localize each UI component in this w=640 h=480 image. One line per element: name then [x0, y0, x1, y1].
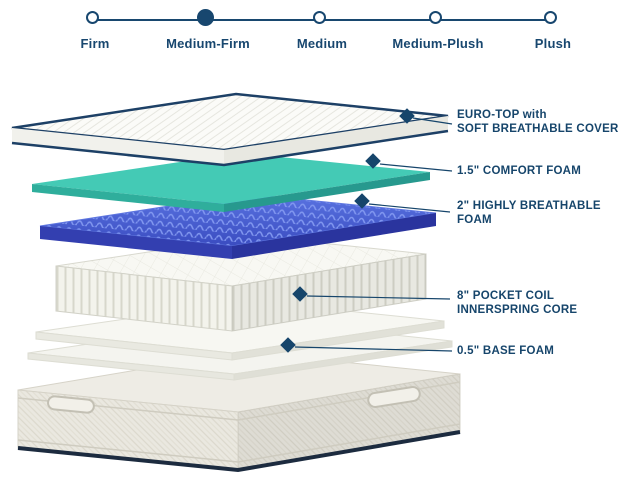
- connector-base-foam: [294, 346, 453, 352]
- firmness-dot-medium-plush[interactable]: [429, 11, 442, 24]
- callout-connectors: [294, 117, 453, 352]
- diamond-icon-breathable-foam: [354, 193, 370, 209]
- callout-euro-top-line1: EURO-TOP with: [457, 109, 547, 121]
- firmness-dot-firm[interactable]: [86, 11, 99, 24]
- layer-pocket-coil-core: [55, 235, 427, 332]
- layer-euro-top: [11, 92, 449, 167]
- firmness-label-medium-firm: Medium-Firm: [166, 36, 250, 51]
- firmness-label-firm: Firm: [80, 36, 110, 51]
- callout-base-foam-line1: 0.5" BASE FOAM: [457, 345, 555, 357]
- callout-euro-top: EURO-TOP with SOFT BREATHABLE COVER: [457, 108, 619, 136]
- callout-breathable-foam-line1: 2" HIGHLY BREATHABLE: [457, 200, 601, 212]
- firmness-dot-medium-firm-selected[interactable]: [197, 9, 214, 26]
- layer-comfort-foam: [32, 153, 430, 212]
- connector-euro-top: [412, 117, 453, 125]
- callout-breathable-foam-line2: FOAM: [457, 214, 492, 226]
- foundation-handle-left: [47, 395, 95, 414]
- callout-breathable-foam: 2" HIGHLY BREATHABLE FOAM: [457, 199, 601, 227]
- callout-pocket-coil: 8" POCKET COIL INNERSPRING CORE: [457, 289, 577, 317]
- diamond-icon-comfort-foam: [365, 153, 381, 169]
- callout-pocket-coil-line2: INNERSPRING CORE: [457, 304, 578, 316]
- firmness-label-medium-plush: Medium-Plush: [392, 36, 484, 51]
- connector-comfort-foam: [379, 163, 453, 172]
- firmness-label-plush: Plush: [534, 36, 572, 51]
- firmness-label-medium: Medium: [296, 36, 348, 51]
- layer-highly-breathable-foam: [39, 193, 437, 259]
- connector-pocket-coil: [306, 295, 451, 300]
- connector-breathable-foam: [368, 203, 451, 213]
- callout-comfort-foam-line1: 1.5" COMFORT FOAM: [457, 165, 582, 177]
- foundation-base-box: [17, 351, 461, 473]
- callout-euro-top-line2: SOFT BREATHABLE COVER: [457, 123, 619, 135]
- callout-comfort-foam: 1.5" COMFORT FOAM: [457, 164, 581, 178]
- firmness-dot-medium[interactable]: [313, 11, 326, 24]
- firmness-dot-plush[interactable]: [544, 11, 557, 24]
- firmness-scale: Firm Medium-Firm Medium Medium-Plush Plu…: [0, 0, 640, 62]
- callout-pocket-coil-line1: 8" POCKET COIL: [457, 290, 555, 302]
- callout-base-foam: 0.5" BASE FOAM: [457, 344, 554, 358]
- foundation-handle-right: [367, 386, 421, 408]
